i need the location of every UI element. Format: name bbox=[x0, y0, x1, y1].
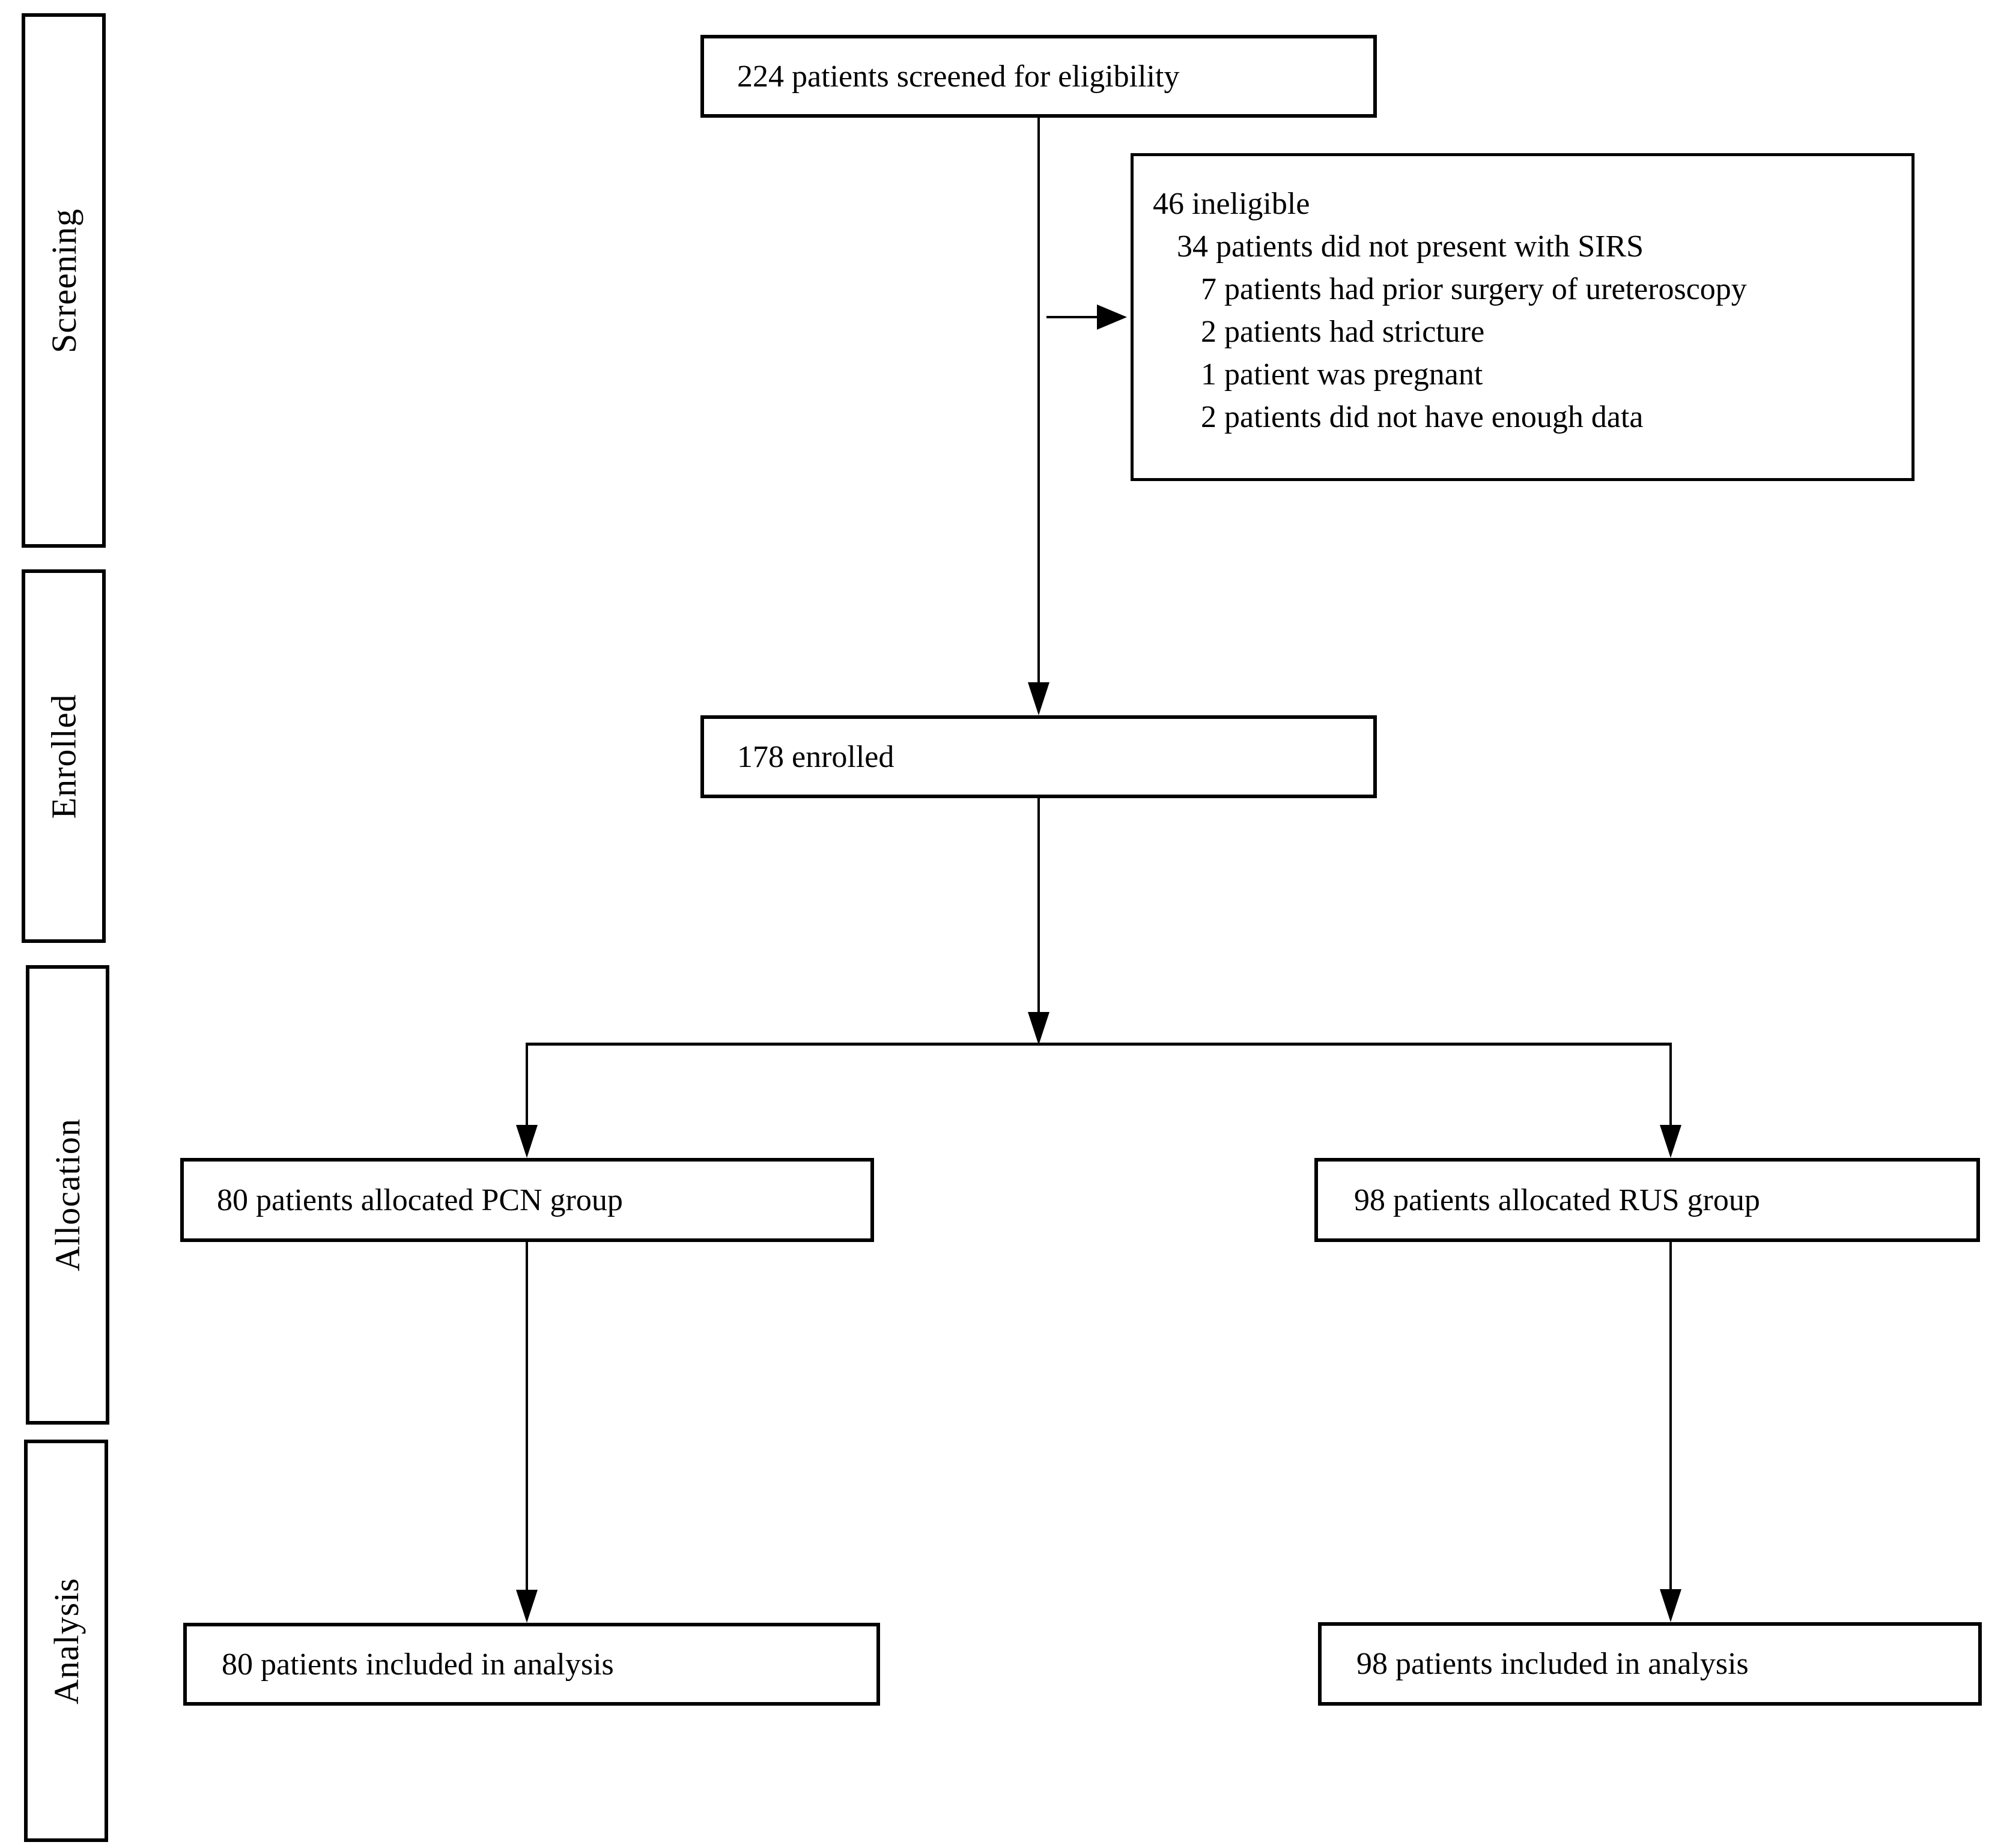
box-analysis-pcn-label: 80 patients included in analysis bbox=[222, 1647, 614, 1682]
box-ineligible: 46 ineligible 34 patients did not presen… bbox=[1131, 153, 1915, 481]
arrowhead-branch-to-ineligible bbox=[1097, 304, 1127, 330]
stage-box-screening: Screening bbox=[22, 13, 106, 548]
line-pcn-to-analysis bbox=[526, 1242, 528, 1590]
stage-label-analysis: Analysis bbox=[46, 1577, 86, 1704]
stage-label-screening: Screening bbox=[44, 208, 84, 353]
box-allocation-pcn: 80 patients allocated PCN group bbox=[180, 1158, 874, 1242]
box-enrolled-label: 178 enrolled bbox=[737, 739, 894, 774]
arrowhead-pcn-to-analysis bbox=[516, 1590, 538, 1623]
ineligible-line: 2 patients did not have enough data bbox=[1201, 400, 1644, 434]
box-analysis-rus-label: 98 patients included in analysis bbox=[1356, 1647, 1749, 1681]
ineligible-line: 46 ineligible bbox=[1153, 187, 1310, 221]
stage-box-allocation: Allocation bbox=[26, 965, 109, 1425]
box-allocation-rus: 98 patients allocated RUS group bbox=[1314, 1158, 1980, 1242]
line-allocation-split bbox=[526, 1043, 1672, 1046]
stage-label-enrolled: Enrolled bbox=[44, 694, 84, 819]
arrowhead-split-to-rus bbox=[1660, 1125, 1681, 1158]
ineligible-line: 7 patients had prior surgery of ureteros… bbox=[1201, 272, 1747, 306]
arrowhead-split-to-pcn bbox=[516, 1125, 538, 1158]
box-analysis-rus: 98 patients included in analysis bbox=[1318, 1622, 1982, 1706]
line-screened-to-enrolled bbox=[1037, 118, 1040, 682]
ineligible-line: 34 patients did not present with SIRS bbox=[1177, 229, 1644, 264]
box-screened: 224 patients screened for eligibility bbox=[700, 35, 1377, 118]
stage-box-analysis: Analysis bbox=[24, 1440, 108, 1842]
stage-box-enrolled: Enrolled bbox=[22, 569, 106, 943]
box-screened-label: 224 patients screened for eligibility bbox=[737, 59, 1180, 94]
arrowhead-screened-to-enrolled bbox=[1028, 682, 1049, 715]
line-rus-to-analysis bbox=[1669, 1242, 1672, 1589]
ineligible-line: 1 patient was pregnant bbox=[1201, 357, 1483, 392]
box-analysis-pcn: 80 patients included in analysis bbox=[183, 1623, 880, 1706]
box-allocation-pcn-label: 80 patients allocated PCN group bbox=[217, 1183, 623, 1217]
box-allocation-rus-label: 98 patients allocated RUS group bbox=[1354, 1183, 1760, 1217]
line-branch-to-ineligible bbox=[1046, 316, 1097, 318]
ineligible-line: 2 patients had stricture bbox=[1201, 315, 1485, 349]
line-enrolled-to-split bbox=[1037, 798, 1040, 1012]
box-enrolled: 178 enrolled bbox=[700, 715, 1377, 798]
line-split-to-rus bbox=[1669, 1045, 1672, 1125]
arrowhead-enrolled-to-split bbox=[1028, 1012, 1049, 1045]
arrowhead-rus-to-analysis bbox=[1660, 1589, 1681, 1622]
line-split-to-pcn bbox=[526, 1045, 528, 1125]
stage-label-allocation: Allocation bbox=[48, 1118, 87, 1271]
